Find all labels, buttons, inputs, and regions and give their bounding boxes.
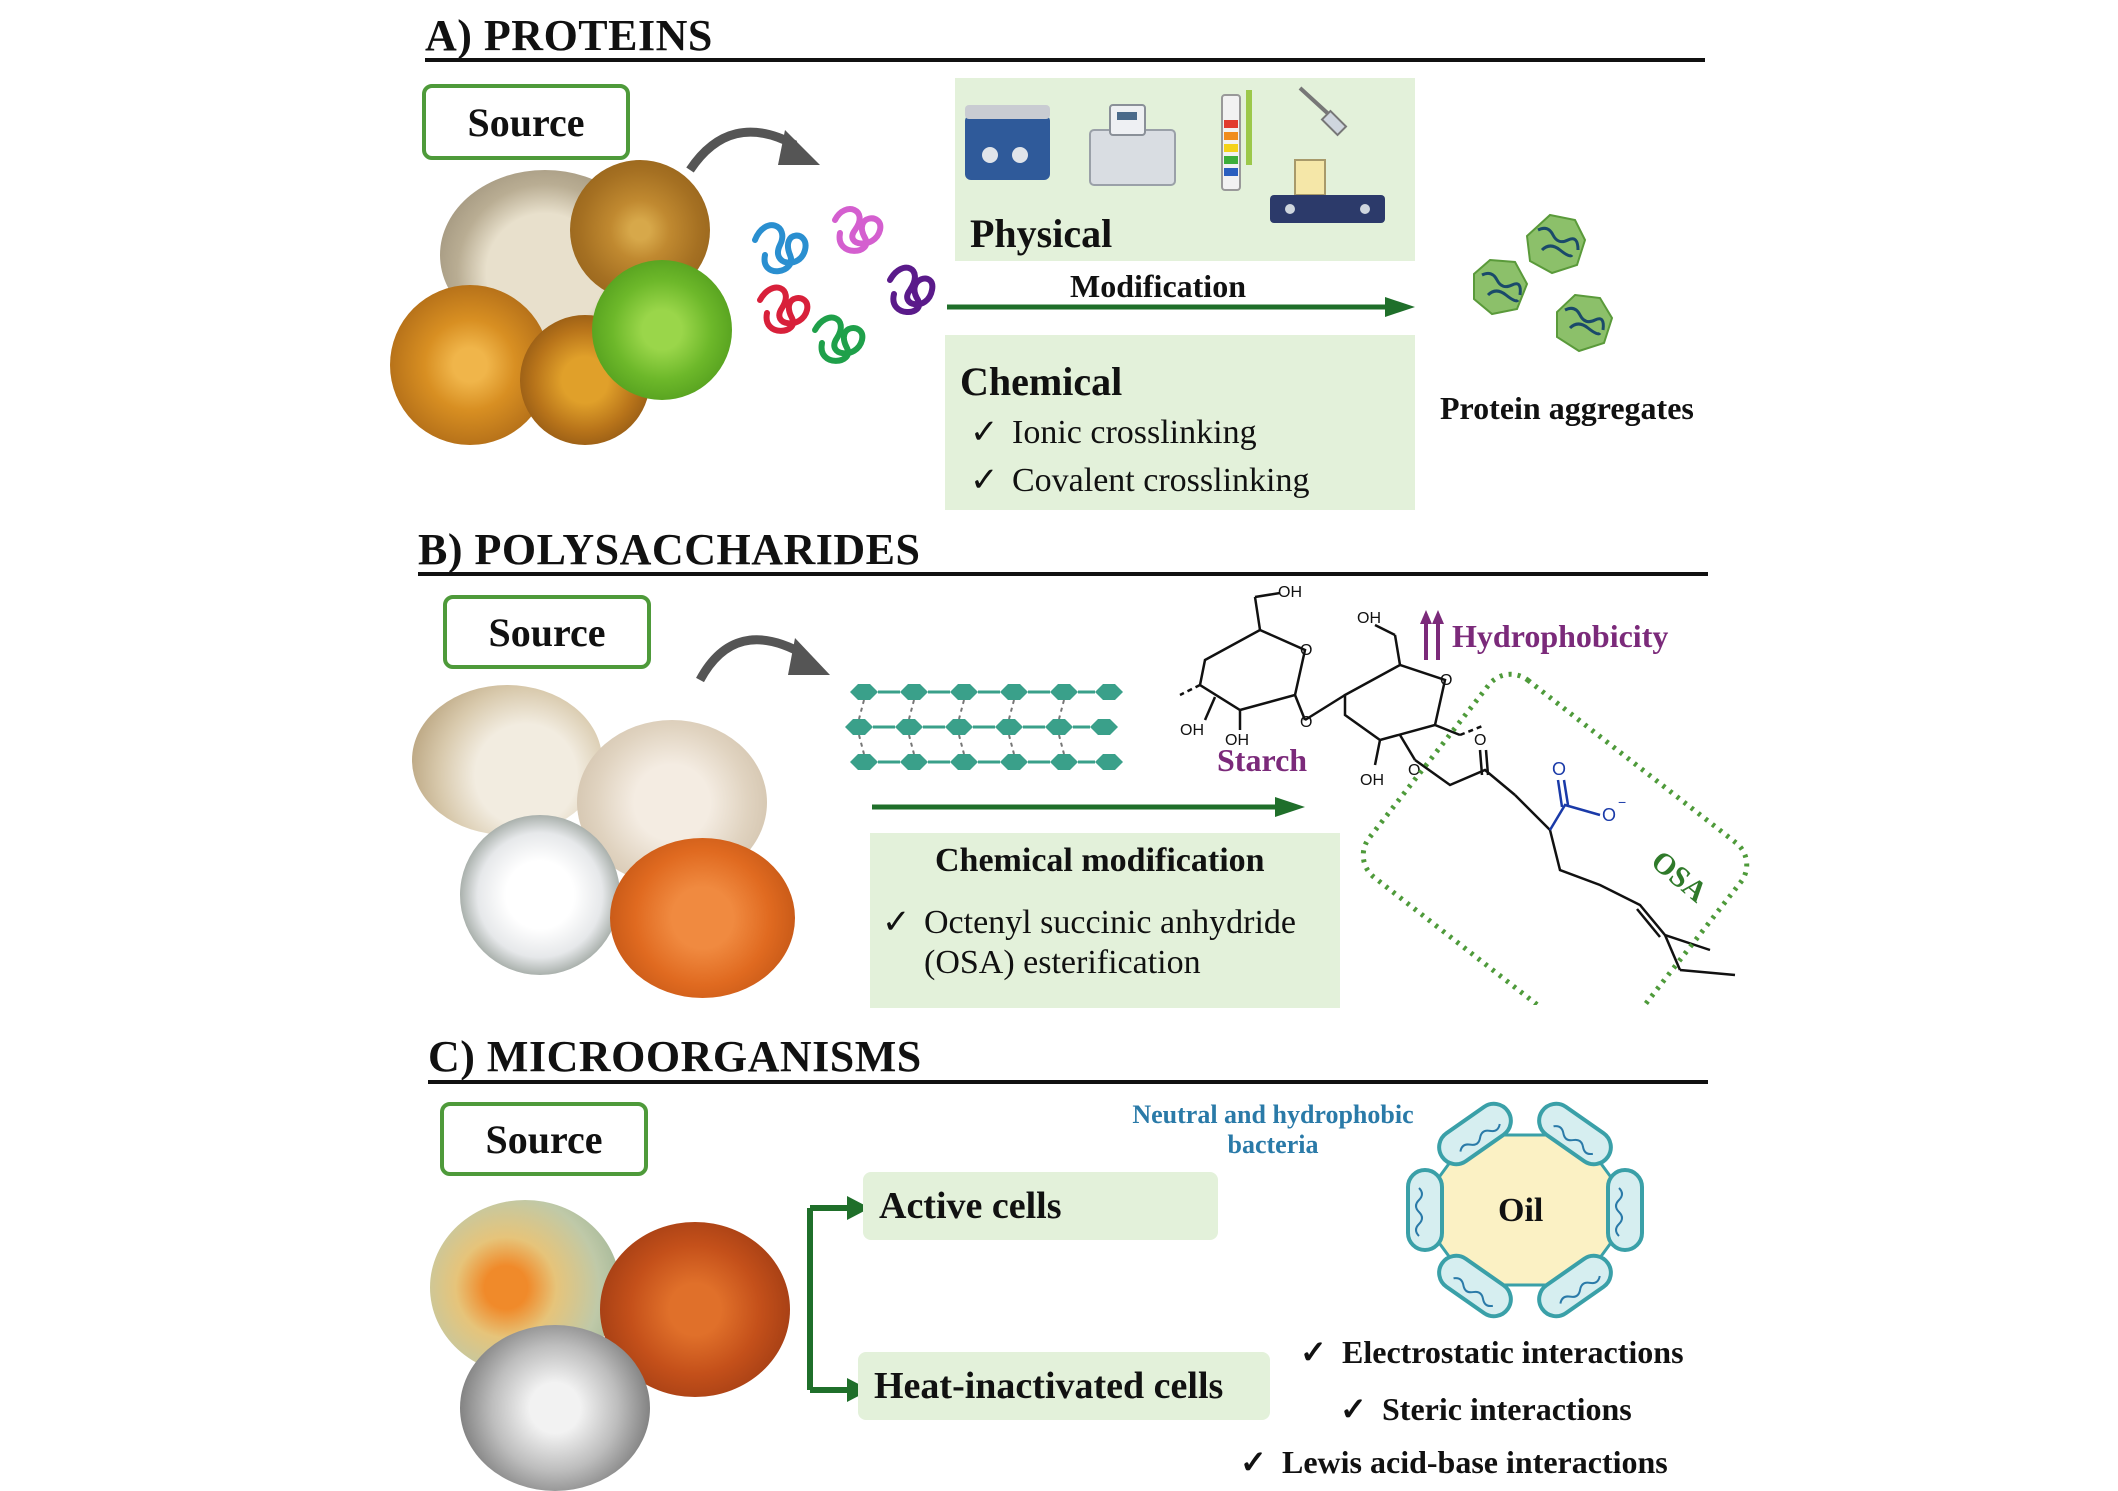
flour-photo xyxy=(412,685,602,835)
divider-polysaccharides xyxy=(418,572,1708,576)
starch-osa-structure: O O − OH OH OH OH OH O O O O O xyxy=(1179,585,1750,1005)
ester-o-label: O xyxy=(1408,762,1420,779)
chemical-panel xyxy=(945,335,1415,510)
microorganisms-source-label: Source xyxy=(485,1116,603,1162)
carbonyl-o-label: O xyxy=(1474,732,1486,749)
interaction-lewis: ✓ Lewis acid-base interactions xyxy=(1240,1443,1668,1481)
chemical-item-label: Covalent crosslinking xyxy=(1012,462,1310,499)
oil-droplet-diagram xyxy=(1406,1101,1644,1319)
interaction-label: Steric interactions xyxy=(1382,1391,1632,1427)
osa-item-line1: ✓ Octenyl succinic anhydride xyxy=(882,902,1296,942)
chemical-item-covalent: ✓ Covalent crosslinking xyxy=(970,460,1309,500)
syringe-icon xyxy=(1298,86,1348,137)
curved-arrow-icon xyxy=(686,127,820,173)
active-cells-label: Active cells xyxy=(879,1185,1062,1227)
bacteria-label: Neutral and hydrophobic bacteria xyxy=(1108,1100,1438,1160)
proteins-source-box: Source xyxy=(422,84,630,160)
hydrophobicity-label: Hydrophobicity xyxy=(1452,618,1669,654)
sem-yeast-photo xyxy=(460,1325,650,1491)
active-cells-box: Active cells xyxy=(863,1172,1218,1240)
ring-o-label-2: O xyxy=(1440,672,1452,689)
starch-label: Starch xyxy=(1217,742,1308,778)
physical-equipment-icons xyxy=(965,86,1385,223)
check-icon: ✓ xyxy=(970,414,999,451)
chemical-item-ionic: ✓ Ionic crosslinking xyxy=(970,412,1257,452)
chemical-modification-panel xyxy=(870,833,1340,1008)
ultrasonic-bath-icon xyxy=(965,105,1050,180)
section-title-polysaccharides: B) POLYSACCHARIDES xyxy=(418,525,921,574)
oh-label-2: OH xyxy=(1357,610,1381,627)
bacteria-label-line2: bacteria xyxy=(1227,1130,1319,1159)
oh-label-1: OH xyxy=(1278,585,1302,601)
osa-item-label-2: (OSA) esterification xyxy=(924,944,1201,981)
check-icon: ✓ xyxy=(1240,1444,1267,1480)
oil-label: Oil xyxy=(1498,1192,1544,1229)
ph-strip-icon xyxy=(1221,90,1252,191)
oh-label-5: OH xyxy=(1360,772,1384,789)
section-title-microorganisms: C) MICROORGANISMS xyxy=(428,1032,922,1081)
carboxylate-o-label: O xyxy=(1602,805,1616,825)
protein-aggregates-label: Protein aggregates xyxy=(1440,390,1694,426)
divider-proteins xyxy=(425,58,1705,62)
modification-arrow xyxy=(947,297,1415,317)
polysaccharides-source-box: Source xyxy=(443,595,651,669)
cotton-photo xyxy=(460,815,620,975)
interaction-steric: ✓ Steric interactions xyxy=(1340,1390,1632,1428)
ring-o-label-1: O xyxy=(1300,642,1312,659)
chemical-modification-label: Chemical modification xyxy=(935,842,1265,879)
osa-item-label-1: Octenyl succinic anhydride xyxy=(924,904,1296,941)
heat-inactivated-cells-label: Heat-inactivated cells xyxy=(874,1365,1224,1407)
polysaccharides-source-label: Source xyxy=(488,609,606,655)
heat-inactivated-cells-box: Heat-inactivated cells xyxy=(858,1352,1270,1420)
protein-coils-group xyxy=(752,206,936,364)
divider-microorganisms xyxy=(428,1080,1708,1084)
modification-label: Modification xyxy=(1070,268,1246,304)
peas-photo xyxy=(592,260,732,400)
check-icon: ✓ xyxy=(970,462,999,499)
interaction-electrostatic: ✓ Electrostatic interactions xyxy=(1300,1333,1684,1371)
shrimp-photo xyxy=(610,838,795,998)
check-icon: ✓ xyxy=(882,904,911,941)
starch-chain-icon xyxy=(845,684,1123,770)
double-up-arrow-icon xyxy=(1420,610,1444,660)
protein-aggregate-icon xyxy=(1473,213,1614,353)
chemical-label: Chemical xyxy=(960,359,1123,404)
check-icon: ✓ xyxy=(1300,1334,1327,1370)
check-icon: ✓ xyxy=(1340,1391,1367,1427)
hot-plate-stirrer-icon xyxy=(1270,159,1385,223)
proteins-source-label: Source xyxy=(467,99,585,145)
chemical-modification-arrow xyxy=(872,797,1305,817)
oh-label-3: OH xyxy=(1180,722,1204,739)
carboxyl-o-label: O xyxy=(1552,759,1566,779)
chemical-item-label: Ionic crosslinking xyxy=(1012,414,1257,451)
interaction-label: Electrostatic interactions xyxy=(1342,1334,1684,1370)
section-title-proteins: A) PROTEINS xyxy=(425,11,713,60)
interaction-label: Lewis acid-base interactions xyxy=(1282,1444,1668,1480)
osa-item-line2: (OSA) esterification xyxy=(924,944,1201,982)
bacteria-label-line1: Neutral and hydrophobic xyxy=(1132,1100,1414,1129)
physical-label: Physical xyxy=(970,211,1113,256)
curved-arrow-icon xyxy=(696,635,830,683)
protein-coil-icon xyxy=(752,206,936,364)
oh-label-4: OH xyxy=(1225,732,1249,749)
water-bath-icon xyxy=(1089,104,1176,186)
glycosidic-o-label: O xyxy=(1300,714,1312,731)
svg-text:−: − xyxy=(1618,794,1626,810)
microorganisms-source-box: Source xyxy=(440,1102,648,1176)
